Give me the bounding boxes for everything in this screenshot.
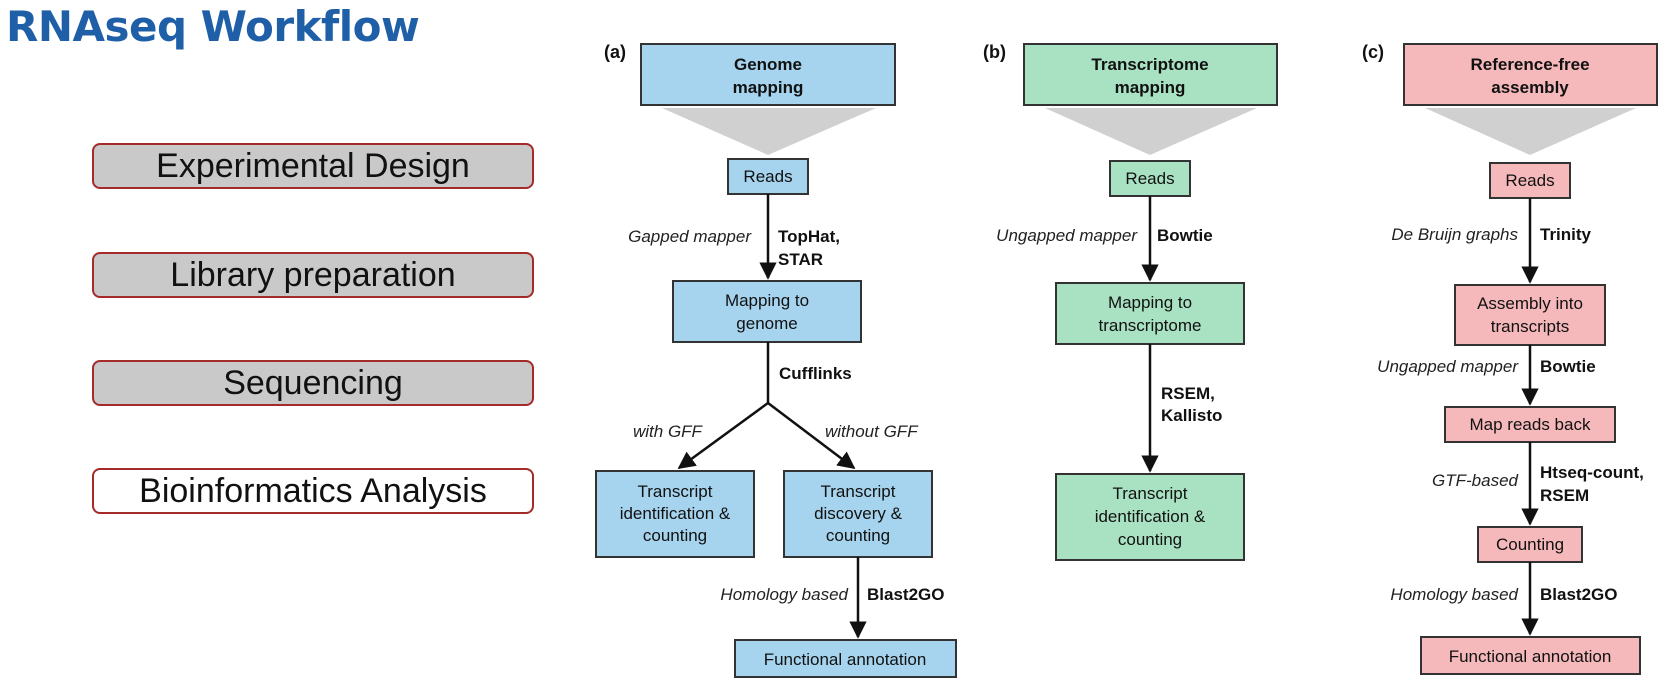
transcriptome-mapping-box [1023,43,1278,106]
genome-mapping-line1: Genome [734,55,802,74]
functional-annotation-box-c [1420,636,1641,675]
mapping-to-transcriptome-line2: transcriptome [1099,316,1202,335]
reads-box-c [1489,162,1571,199]
tdisc-line2: discovery & [814,504,903,523]
counting-label: Counting [1496,535,1564,554]
ungapped-mapper-label-b: Ungapped mapper [996,226,1138,245]
reads-label-a: Reads [743,167,792,186]
panel-b-transcriptome-mapping: (b) Transcriptome mapping Reads Ungapped… [983,42,1278,561]
panel-b-letter: (b) [983,42,1006,62]
tid-a-line1: Transcript [638,482,713,501]
tophat-label: TopHat, [778,227,840,246]
blast2go-label-a: Blast2GO [867,585,944,604]
homology-label-c: Homology based [1390,585,1518,604]
transcript-identification-box-b [1055,473,1245,561]
with-gff-label: with GFF [633,422,704,441]
genome-mapping-box [640,43,896,106]
tdisc-line1: Transcript [821,482,896,501]
panel-a-letter: (a) [604,42,626,62]
tid-a-line2: identification & [620,504,731,523]
blast2go-label-c: Blast2GO [1540,585,1617,604]
step-library-preparation[interactable]: Library preparation [92,252,534,298]
cufflinks-label: Cufflinks [779,364,852,383]
de-bruijn-label: De Bruijn graphs [1391,225,1518,244]
functional-annotation-box-a [734,639,957,678]
reference-free-line1: Reference-free [1470,55,1589,74]
bowtie-label-b: Bowtie [1157,226,1213,245]
panel-c-letter: (c) [1362,42,1384,62]
tid-b-line2: identification & [1095,507,1206,526]
step-sequencing[interactable]: Sequencing [92,360,534,406]
transcriptome-mapping-line2: mapping [1115,78,1186,97]
funnel-b [1045,108,1257,155]
arrow-a-left [677,401,769,470]
arrow-a-right [767,402,856,470]
assembly-line1: Assembly into [1477,294,1583,313]
panel-c-reference-free-assembly: (c) Reference-free assembly Reads De Bru… [1362,42,1658,675]
reads-label-b: Reads [1125,169,1174,188]
transcript-discovery-box [783,470,933,558]
assembly-into-transcripts-box [1454,284,1606,346]
panel-a-genome-mapping: (a) Genome mapping Reads Gapped mapper T… [595,42,957,678]
gtf-based-label: GTF-based [1432,471,1519,490]
trinity-label: Trinity [1540,225,1592,244]
mapping-to-genome-line2: genome [736,314,797,333]
rsem-label-b: RSEM, [1161,384,1215,403]
reference-free-line2: assembly [1491,78,1569,97]
step-experimental-design[interactable]: Experimental Design [92,143,534,189]
mapping-to-transcriptome-line1: Mapping to [1108,293,1192,312]
tid-b-line1: Transcript [1113,484,1188,503]
transcriptome-mapping-line1: Transcriptome [1091,55,1208,74]
mapping-to-transcriptome-box [1055,282,1245,345]
tid-a-line3: counting [643,526,707,545]
star-label: STAR [778,250,823,269]
page-title: RNAseq Workflow [6,2,420,51]
ungapped-mapper-label-c: Ungapped mapper [1377,357,1519,376]
map-reads-back-box [1444,406,1616,443]
reads-box-b [1109,160,1191,197]
map-reads-back-label: Map reads back [1470,415,1591,434]
rsem-label-c: RSEM [1540,486,1589,505]
reference-free-assembly-box [1403,43,1658,106]
htseq-count-label: Htseq-count, [1540,463,1644,482]
bowtie-label-c: Bowtie [1540,357,1596,376]
genome-mapping-line2: mapping [733,78,804,97]
step-bioinformatics-analysis[interactable]: Bioinformatics Analysis [92,468,534,514]
funnel-a [662,108,876,155]
counting-box [1477,526,1583,563]
tid-b-line3: counting [1118,530,1182,549]
tdisc-line3: counting [826,526,890,545]
functional-annotation-c: Functional annotation [1449,647,1612,666]
transcript-identification-box-a [595,470,755,558]
functional-annotation-a: Functional annotation [764,650,927,669]
mapping-to-genome-line1: Mapping to [725,291,809,310]
assembly-line2: transcripts [1491,317,1569,336]
homology-label-a: Homology based [720,585,848,604]
funnel-c [1425,108,1636,155]
mapping-to-genome-box [672,280,862,343]
reads-label-c: Reads [1505,171,1554,190]
without-gff-label: without GFF [825,422,919,441]
kallisto-label: Kallisto [1161,406,1222,425]
gapped-mapper-label: Gapped mapper [628,227,752,246]
